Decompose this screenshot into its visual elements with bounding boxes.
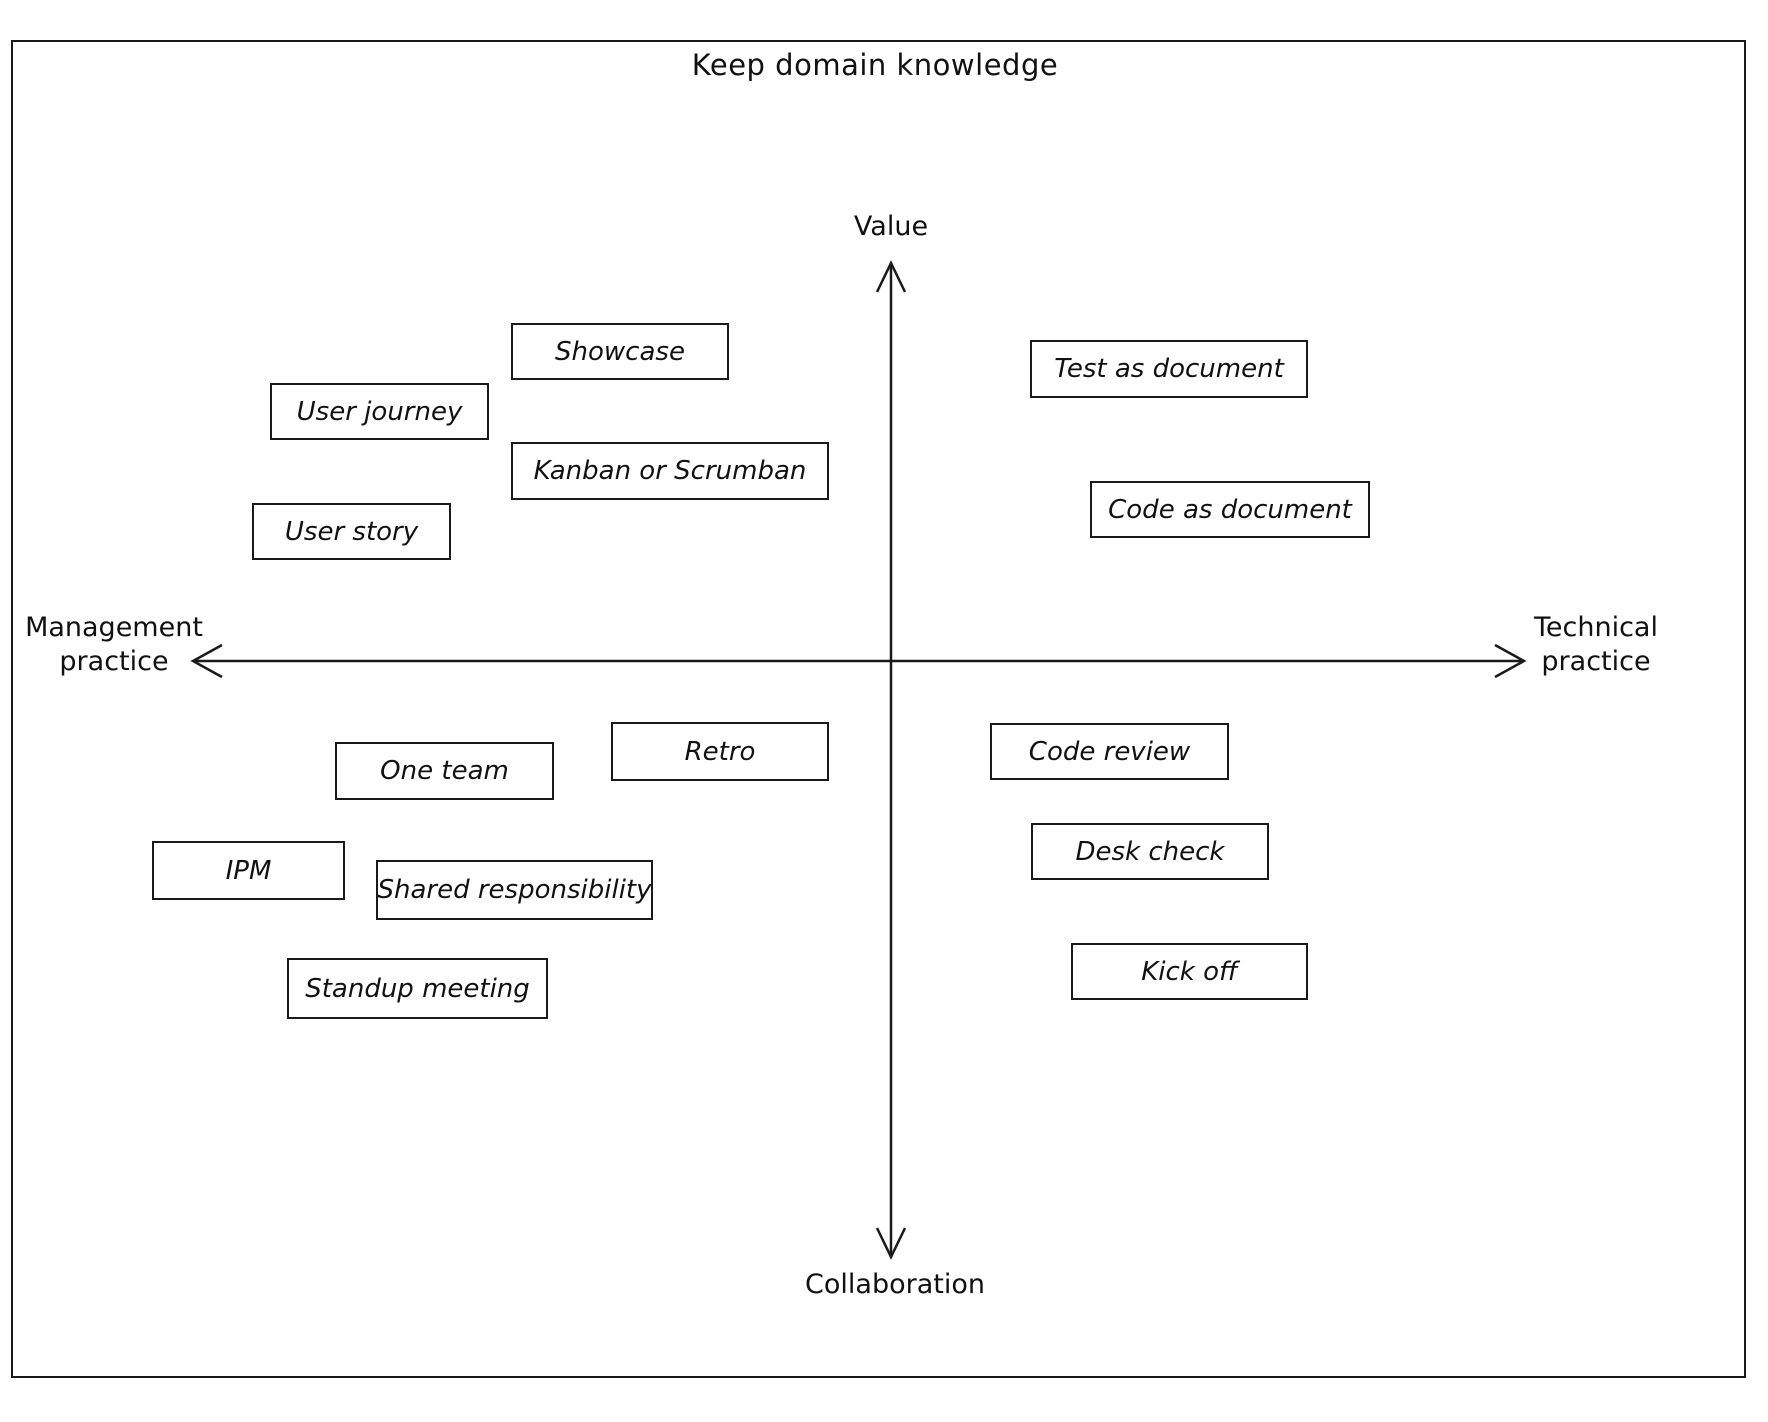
practice-label: Standup meeting	[305, 973, 530, 1004]
axis-label-management-practice: Management practice	[25, 611, 203, 679]
practice-box-user-story: User story	[252, 503, 451, 560]
practice-box-user-journey: User journey	[270, 383, 489, 440]
practice-label: User journey	[296, 396, 463, 427]
practice-box-one-team: One team	[335, 742, 554, 800]
axis-label-collaboration: Collaboration	[805, 1269, 985, 1300]
practice-box-code-review: Code review	[990, 723, 1229, 780]
axis-label-technical-practice: Technical practice	[1528, 611, 1664, 679]
practice-label: Test as document	[1054, 354, 1284, 384]
practice-box-shared-responsibility: Shared responsibility	[376, 860, 653, 920]
practice-box-desk-check: Desk check	[1031, 823, 1269, 880]
practice-label: User story	[284, 516, 419, 547]
practice-box-showcase: Showcase	[511, 323, 729, 380]
axis-label-technical-line1: Technical	[1534, 612, 1658, 643]
practice-box-standup-meeting: Standup meeting	[287, 958, 548, 1019]
practice-box-code-as-document: Code as document	[1090, 481, 1370, 538]
practice-box-retro: Retro	[611, 722, 829, 781]
practice-label: Code as document	[1108, 494, 1352, 525]
practice-box-test-as-document: Test as document	[1030, 340, 1308, 398]
diagram-title: Keep domain knowledge	[691, 48, 1059, 82]
diagram-border	[11, 40, 1746, 1378]
practice-label: Retro	[684, 736, 756, 767]
practice-label: Kick off	[1141, 956, 1238, 987]
practice-label: Code review	[1028, 736, 1191, 767]
practice-label: Desk check	[1075, 836, 1225, 867]
practice-label: Showcase	[555, 336, 685, 367]
practice-label: Kanban or Scrumban	[533, 456, 807, 486]
practice-box-kick-off: Kick off	[1071, 943, 1308, 1000]
practice-label: IPM	[225, 855, 272, 886]
axis-label-technical-line2: practice	[1541, 646, 1651, 677]
practice-box-kanban-or-scrumban: Kanban or Scrumban	[511, 442, 829, 500]
practice-label: One team	[380, 756, 509, 786]
practice-label: Shared responsibility	[377, 875, 652, 905]
axis-label-value: Value	[853, 211, 929, 242]
axis-label-management-line1: Management	[25, 612, 203, 643]
axis-label-management-line2: practice	[59, 646, 169, 677]
practice-box-ipm: IPM	[152, 841, 345, 900]
